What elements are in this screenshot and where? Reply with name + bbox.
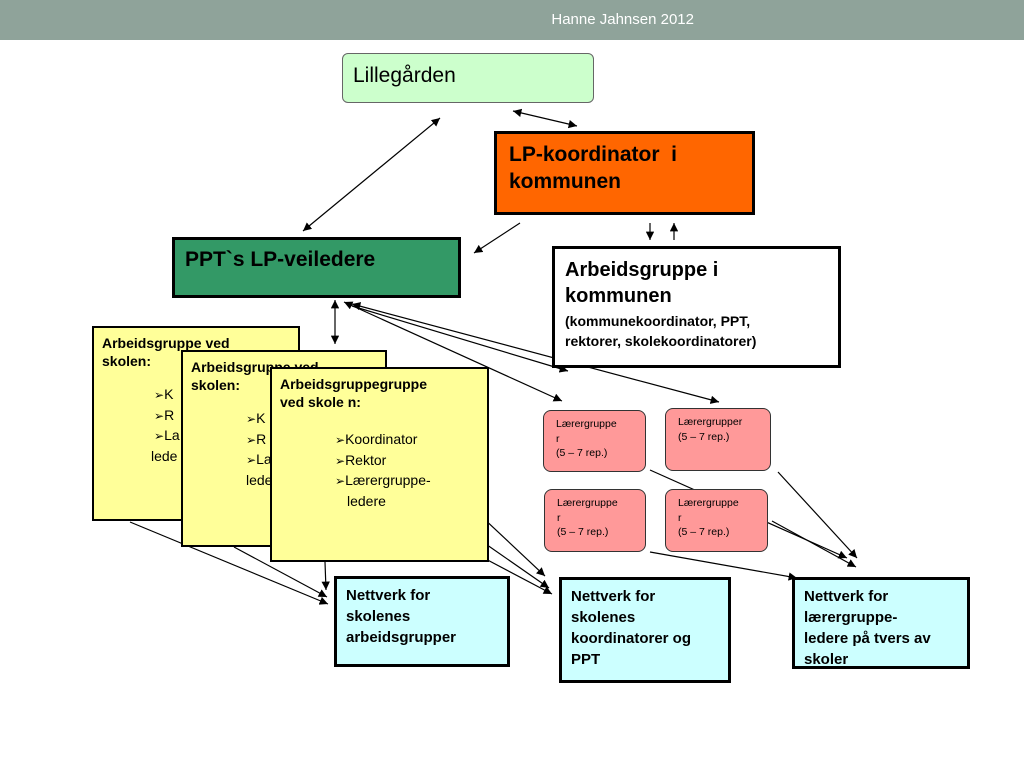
list-item: ➢K bbox=[154, 386, 174, 403]
skole-group-title: skolen: bbox=[102, 353, 152, 370]
arrow-bullet-icon: ➢ bbox=[246, 412, 257, 427]
list-item: ➢Rektor bbox=[335, 451, 387, 468]
skole-group-title: Arbeidsgruppe ved bbox=[102, 335, 230, 351]
agk-title-line: kommunen bbox=[565, 285, 672, 307]
laerergruppe-line: Lærergruppe bbox=[678, 497, 739, 509]
laerergruppe-line: Lærergrupper bbox=[678, 416, 743, 428]
top-bar: Hanne Jahnsen 2012 bbox=[0, 0, 1024, 40]
arbeidsgruppe-kommunen-box: Arbeidsgruppe i kommunen (kommunekoordin… bbox=[552, 246, 841, 368]
agk-subtitle-line: (kommunekoordinator, PPT, bbox=[565, 313, 751, 329]
list-item: ➢Lærergruppe- bbox=[335, 472, 431, 489]
laerergruppe-line: (5 – 7 rep.) bbox=[678, 526, 730, 539]
nettverk-line: skoler bbox=[804, 651, 849, 668]
nettverk-line: skolenes bbox=[346, 608, 411, 625]
laerergruppe-line: (5 – 7 rep.) bbox=[556, 447, 608, 460]
nettverk-line: lærergruppe- bbox=[804, 609, 898, 626]
arrow-y3-n1 bbox=[321, 561, 330, 591]
ppt-veiledere-box: PPT`s LP-veiledere bbox=[172, 237, 461, 298]
ppt-veiledere-label: PPT`s LP-veiledere bbox=[185, 248, 376, 271]
laerergruppe-line: r bbox=[557, 511, 561, 524]
skole-group-title: ved skole n: bbox=[280, 394, 361, 411]
laerergruppe-box: Lærergruppe r (5 – 7 rep.) bbox=[543, 410, 646, 472]
agk-subtitle-line: rektorer, skolekoordinatorer) bbox=[565, 333, 757, 350]
list-item: lede bbox=[151, 447, 178, 464]
arrow-y2-n1 bbox=[233, 546, 328, 598]
arrow-bullet-icon: ➢ bbox=[335, 453, 346, 468]
nettverk-line: PPT bbox=[571, 651, 601, 668]
nettverk-box: Nettverk for skolenes arbeidsgrupper bbox=[334, 576, 510, 667]
skole-group-title: Arbeidsgruppegruppe bbox=[280, 376, 428, 392]
nettverk-line: arbeidsgrupper bbox=[346, 629, 457, 646]
arrow-lpk-ppt bbox=[473, 222, 521, 254]
lp-koordinator-box: LP-koordinator i kommunen bbox=[494, 131, 755, 215]
laerergruppe-line: r bbox=[678, 511, 682, 524]
arrow-ppt-lg2 bbox=[351, 302, 720, 404]
list-item: ➢La bbox=[154, 427, 180, 444]
nettverk-line: Nettverk for bbox=[804, 588, 889, 605]
list-item: ➢La bbox=[246, 451, 272, 468]
arrow-ppt-agk bbox=[351, 305, 569, 373]
skole-group-title: skolen: bbox=[191, 377, 241, 394]
arrow-lille-ppt bbox=[302, 117, 441, 232]
arrow-lg4-n3 bbox=[771, 520, 857, 568]
arrow-bullet-icon: ➢ bbox=[246, 453, 257, 468]
arrow-bullet-icon: ➢ bbox=[154, 429, 165, 444]
arrow-lg2-n3 bbox=[777, 471, 858, 559]
arrow-y3-n2a bbox=[479, 514, 546, 577]
laerergruppe-line: Lærergruppe bbox=[557, 497, 618, 509]
nettverk-line: Nettverk for bbox=[346, 587, 431, 604]
list-item: ➢K bbox=[246, 410, 266, 427]
nettverk-box: Nettverk for skolenes koordinatorer og P… bbox=[559, 577, 731, 683]
nettverk-line: ledere på tvers av bbox=[804, 630, 931, 647]
list-item: ➢Koordinator bbox=[335, 431, 418, 448]
arrow-lille-lpk bbox=[512, 108, 578, 129]
list-item: ➢R bbox=[154, 406, 175, 423]
lp-koordinator-line: kommunen bbox=[509, 170, 622, 194]
list-item: lede bbox=[246, 471, 273, 488]
arrow-bullet-icon: ➢ bbox=[246, 432, 257, 447]
arrow-y3-n2c bbox=[479, 555, 553, 595]
lp-koordinator-line: LP-koordinator i bbox=[509, 143, 677, 166]
arrow-y3-n2b bbox=[479, 539, 550, 589]
arrow-y1-n1 bbox=[129, 521, 329, 605]
skole-group-box: Arbeidsgruppegruppe ved skole n: ➢Koordi… bbox=[270, 367, 489, 562]
laerergruppe-box: Lærergrupper (5 – 7 rep.) bbox=[665, 408, 771, 471]
lillegarden-label: Lillegården bbox=[353, 64, 456, 87]
author-credit: Hanne Jahnsen 2012 bbox=[551, 11, 694, 28]
nettverk-line: koordinatorer og bbox=[571, 630, 692, 647]
arrow-bullet-icon: ➢ bbox=[335, 433, 346, 448]
laerergruppe-line: r bbox=[556, 432, 560, 445]
arrow-lg3-n3 bbox=[649, 551, 798, 581]
list-item: ➢R bbox=[246, 430, 267, 447]
laerergruppe-line: (5 – 7 rep.) bbox=[678, 430, 730, 443]
lillegarden-box: Lillegården bbox=[342, 53, 594, 103]
arrow-bullet-icon: ➢ bbox=[154, 388, 165, 403]
arrow-bullet-icon: ➢ bbox=[154, 408, 165, 423]
nettverk-line: Nettverk for bbox=[571, 588, 656, 605]
arrow-bullet-icon: ➢ bbox=[335, 474, 346, 489]
list-item: ledere bbox=[347, 492, 386, 509]
nettverk-line: skolenes bbox=[571, 609, 636, 626]
laerergruppe-line: Lærergruppe bbox=[556, 418, 617, 430]
agk-title-line: Arbeidsgruppe i bbox=[565, 259, 719, 281]
laerergruppe-box: Lærergruppe r (5 – 7 rep.) bbox=[665, 489, 768, 552]
laerergruppe-box: Lærergruppe r (5 – 7 rep.) bbox=[544, 489, 646, 552]
nettverk-box: Nettverk for lærergruppe- ledere på tver… bbox=[792, 577, 970, 669]
laerergruppe-line: (5 – 7 rep.) bbox=[557, 526, 609, 539]
